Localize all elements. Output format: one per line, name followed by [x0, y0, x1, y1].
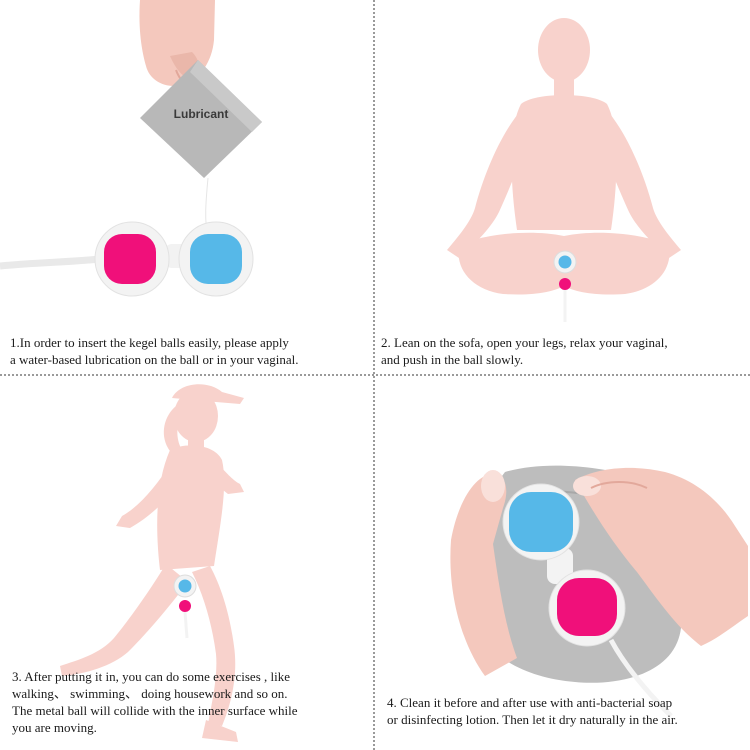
- left-hand-icon: [450, 470, 517, 676]
- retrieval-cord: [0, 254, 109, 270]
- step-1-caption: 1.In order to insert the kegel balls eas…: [10, 335, 299, 367]
- runner-silhouette-icon: [60, 384, 244, 742]
- panel-step-3: 3. After putting it in, you can do some …: [0, 376, 373, 750]
- kegel-balls-icon: [502, 483, 673, 718]
- step-4-caption: 4. Clean it before and after use with an…: [387, 695, 678, 727]
- horizontal-divider: [0, 374, 750, 376]
- cleaning-illustration: [450, 465, 748, 718]
- seated-figure-illustration: [447, 18, 681, 322]
- kegel-balls-icon: [553, 250, 577, 322]
- step-3-caption: 3. After putting it in, you can do some …: [12, 669, 298, 735]
- kegel-balls-icon: [94, 221, 254, 297]
- panel-step-2: 2. Lean on the sofa, open your legs, rel…: [375, 0, 748, 374]
- panel-step-1: Lubricant 1.In order to insert the kegel…: [0, 0, 373, 374]
- running-figure-illustration: [60, 384, 244, 742]
- step-2-caption: 2. Lean on the sofa, open your legs, rel…: [381, 335, 668, 367]
- kegel-balls-icon: [173, 574, 197, 639]
- lubricant-illustration: Lubricant: [0, 0, 262, 297]
- sachet-label: Lubricant: [174, 107, 229, 121]
- lubricant-sachet-icon: Lubricant: [140, 60, 262, 178]
- panel-step-4: 4. Clean it before and after use with an…: [375, 376, 748, 750]
- right-hand-icon: [573, 467, 748, 646]
